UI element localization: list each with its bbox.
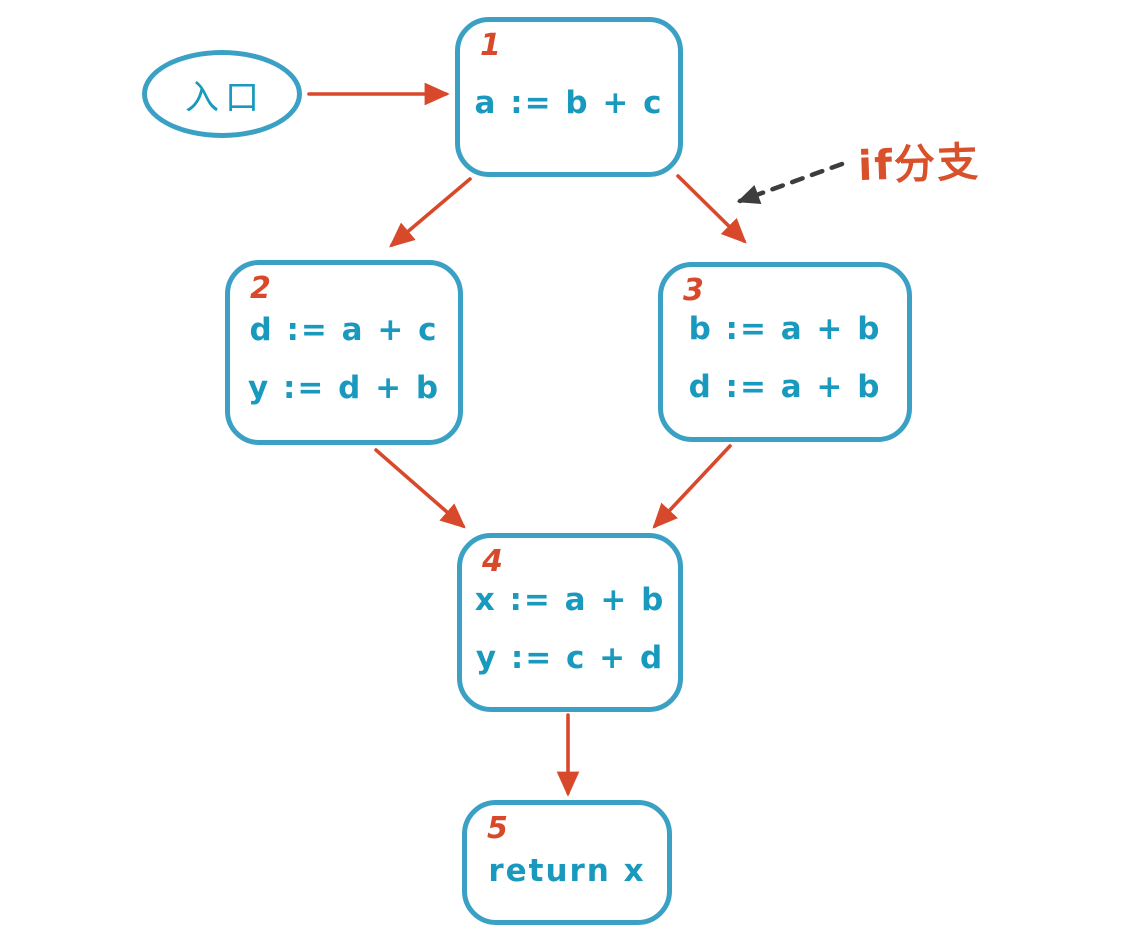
- code-line: y := d + b: [247, 369, 441, 406]
- code-line: return x: [488, 852, 646, 889]
- node-3-number: 3: [683, 273, 704, 308]
- node-2: 2 d := a + c y := d + b: [225, 260, 463, 445]
- code-line: b := a + b: [688, 311, 882, 347]
- code-line: y := c + d: [475, 639, 665, 676]
- entry-node: 入口: [142, 50, 302, 138]
- edge-node1-to-node2: [389, 177, 472, 248]
- if-branch-label: if分支: [857, 137, 981, 191]
- node-2-code: d := a + c y := d + b: [248, 301, 440, 405]
- node-5: 5 return x: [462, 800, 672, 925]
- entry-label: 入口: [185, 77, 265, 118]
- node-1-code: a := b + c: [474, 74, 663, 120]
- edge-node3-to-node4: [652, 444, 732, 529]
- code-line: a := b + c: [474, 85, 664, 121]
- node-5-number: 5: [487, 811, 508, 846]
- node-2-number: 2: [250, 271, 271, 306]
- node-4-code: x := a + b y := c + d: [475, 571, 666, 675]
- node-3: 3 b := a + b d := a + b: [658, 262, 912, 442]
- node-4: 4 x := a + b y := c + d: [457, 533, 683, 712]
- node-3-code: b := a + b d := a + b: [689, 300, 882, 404]
- node-5-code: return x: [488, 838, 645, 888]
- if-branch-annotation-arrow: [736, 161, 845, 204]
- code-line: x := a + b: [474, 581, 666, 618]
- edge-node1-to-node3: [676, 174, 747, 244]
- node-1-number: 1: [480, 28, 501, 63]
- code-line: d := a + b: [688, 369, 882, 405]
- code-line: d := a + c: [249, 311, 439, 348]
- node-4-number: 4: [482, 544, 503, 579]
- node-1: 1 a := b + c: [455, 17, 683, 177]
- edge-node2-to-node4: [374, 448, 466, 529]
